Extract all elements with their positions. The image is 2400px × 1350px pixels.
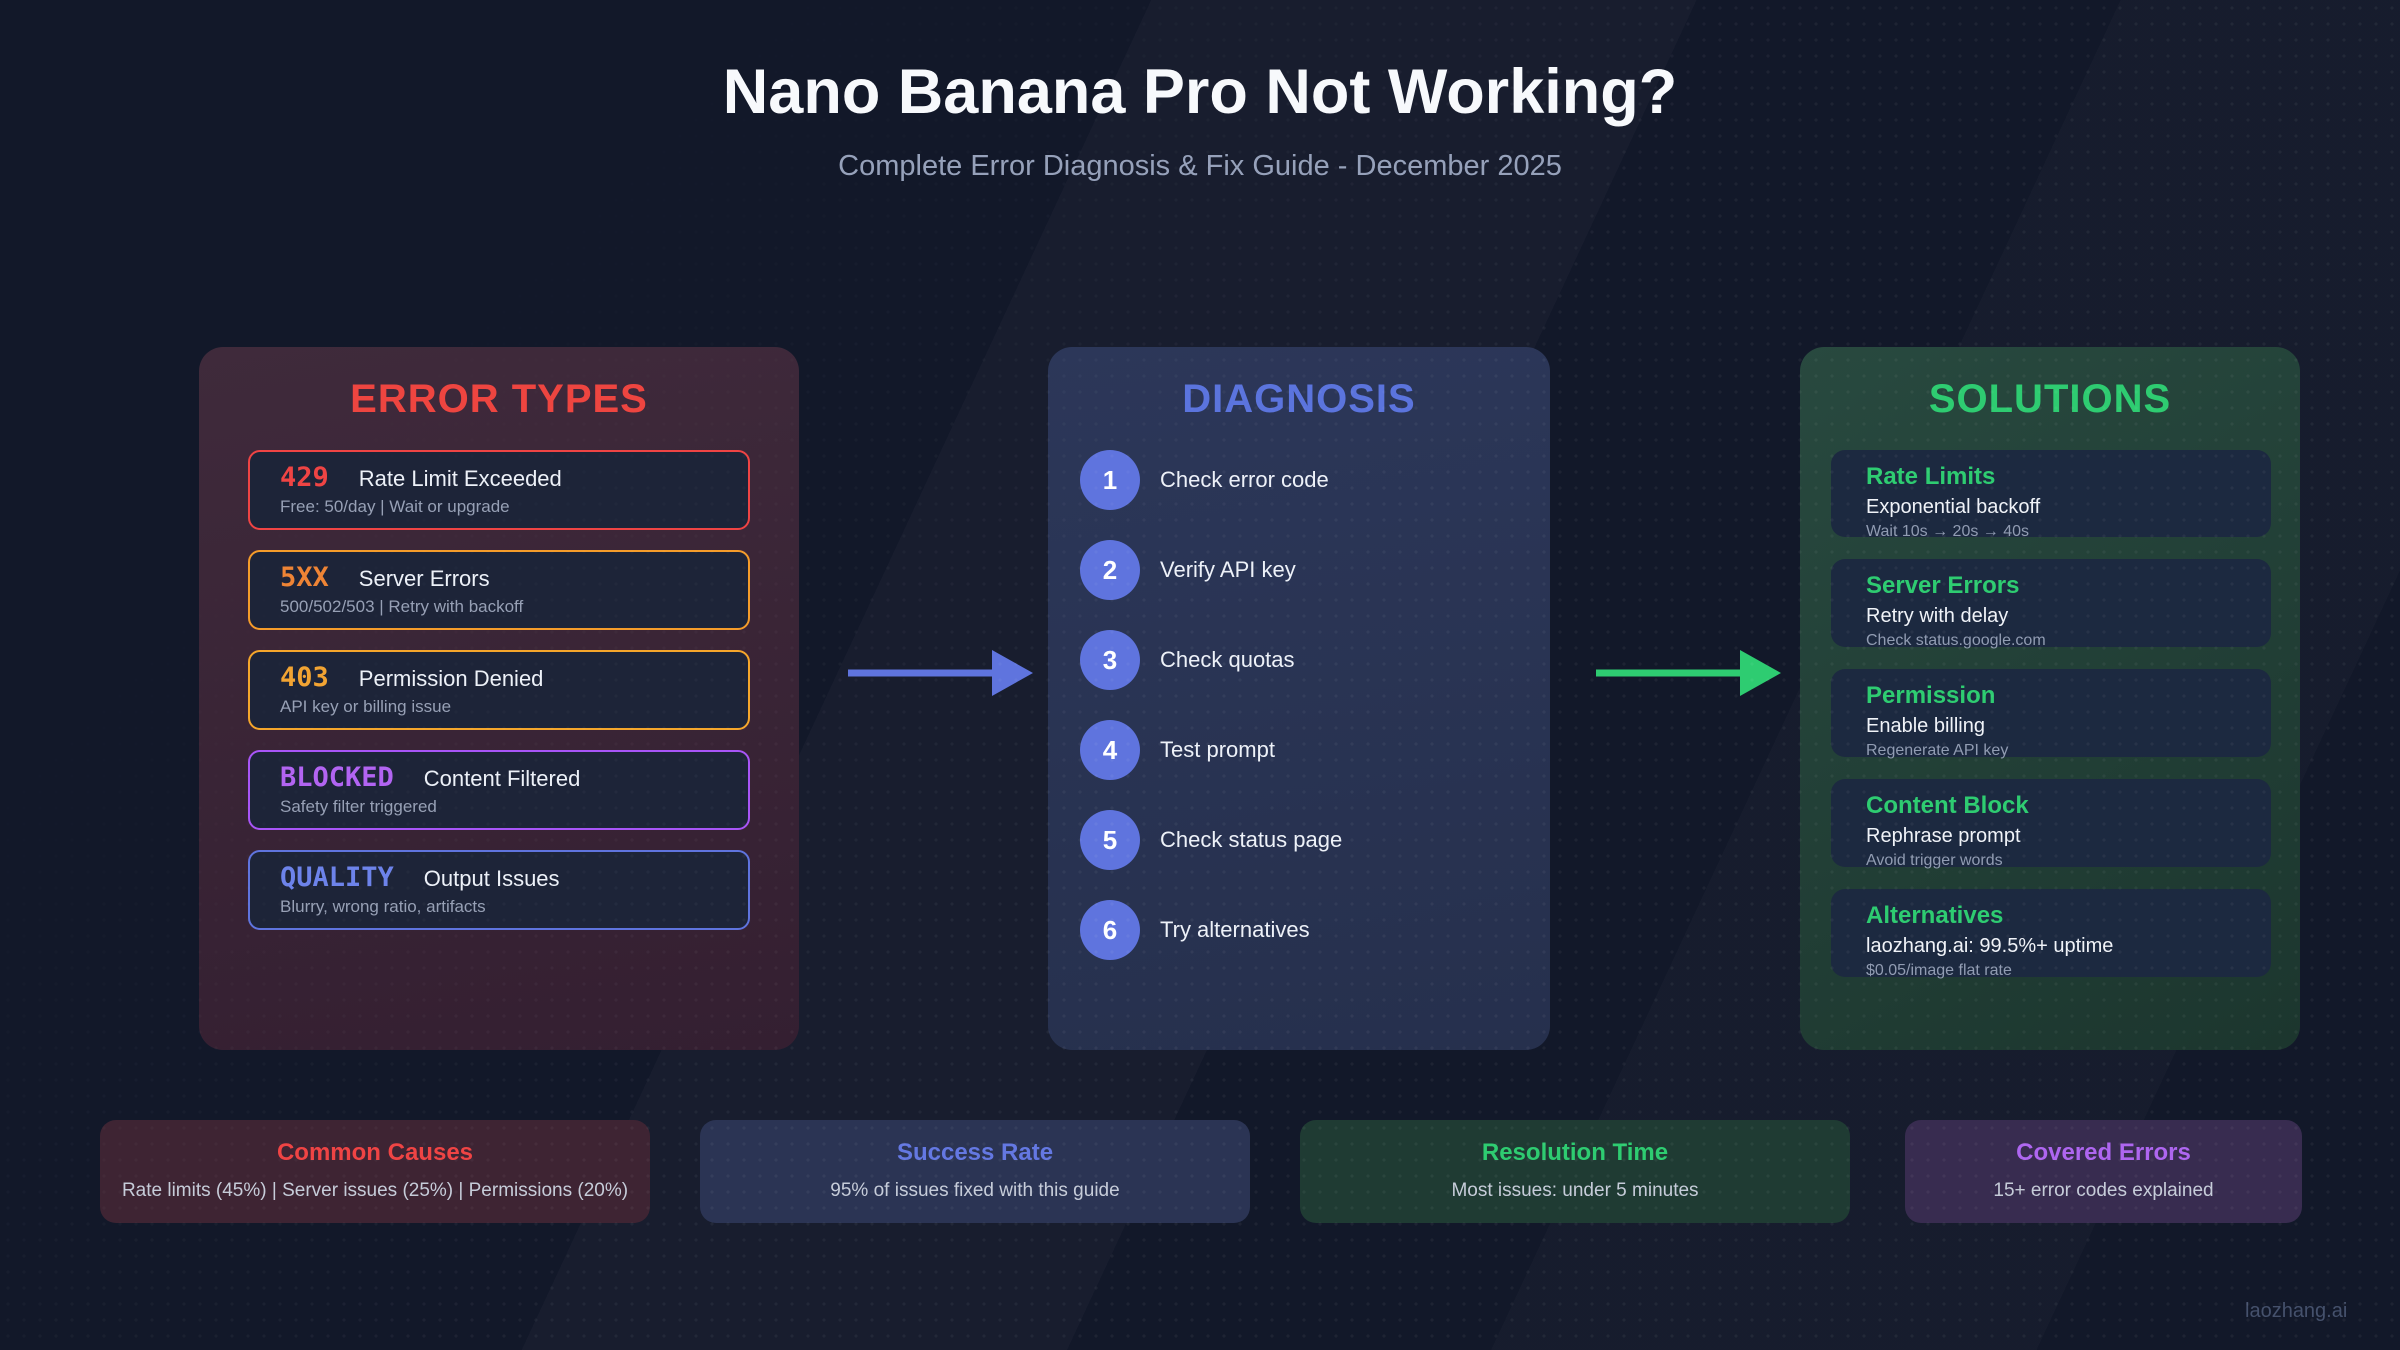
step-label: Check status page (1160, 827, 1343, 852)
solution-title: Content Block (1866, 792, 2029, 819)
step-number-badge: 4 (1080, 720, 1140, 780)
solution-detail: Check status.google.com (1866, 632, 2046, 649)
step-label: Test prompt (1160, 737, 1275, 762)
error-label: Permission Denied (358, 666, 544, 691)
solution-title: Server Errors (1866, 572, 2020, 599)
error-description: 500/502/503 | Retry with backoff (280, 597, 524, 616)
error-card-row: 403 Permission Denied (280, 662, 718, 694)
error-label: Rate Limit Exceeded (358, 466, 562, 491)
error-description: Blurry, wrong ratio, artifacts (280, 897, 486, 916)
solution-action: Retry with delay (1866, 605, 2009, 627)
error-description: API key or billing issue (280, 697, 452, 716)
arrow-errors-to-diagnosis-icon (848, 650, 1033, 696)
step-number-badge: 2 (1080, 540, 1140, 600)
error-description: Free: 50/day | Wait or upgrade (280, 497, 510, 516)
error-label: Server Errors (358, 566, 490, 591)
diagnosis-step-3: 3 Check quotas (1080, 630, 1295, 690)
error-card-row: 5XX Server Errors (280, 562, 718, 594)
stat-text: Rate limits (45%) | Server issues (25%) … (121, 1180, 629, 1201)
step-label: Check quotas (1160, 647, 1295, 672)
error-card-403: 403 Permission Denied API key or billing… (248, 650, 750, 730)
solution-action: Exponential backoff (1866, 496, 2041, 518)
step-number-badge: 6 (1080, 900, 1140, 960)
page-title: Nano Banana Pro Not Working? (722, 57, 1678, 127)
error-description: Safety filter triggered (280, 797, 437, 816)
error-code: 429 (280, 462, 329, 493)
solution-card-permission: Permission Enable billing Regenerate API… (1831, 669, 2271, 759)
stat-title: Success Rate (896, 1139, 1054, 1166)
solution-action: Enable billing (1866, 715, 1985, 737)
page-subtitle: Complete Error Diagnosis & Fix Guide - D… (838, 150, 1562, 182)
page-header: Nano Banana Pro Not Working? Complete Er… (0, 55, 2400, 183)
error-card-5xx: 5XX Server Errors 500/502/503 | Retry wi… (248, 550, 750, 630)
stat-covered-errors: Covered Errors 15+ error codes explained (1905, 1120, 2302, 1223)
error-code: QUALITY (280, 862, 394, 893)
error-code: BLOCKED (280, 762, 394, 793)
error-code: 403 (280, 662, 329, 693)
error-code: 5XX (280, 562, 329, 593)
solution-detail: Avoid trigger words (1866, 852, 2003, 869)
diagnosis-step-6: 6 Try alternatives (1080, 900, 1310, 960)
solution-title: Rate Limits (1866, 463, 1996, 490)
error-types-panel: ERROR TYPES 429 Rate Limit Exceeded Free… (199, 347, 799, 1050)
error-card-429: 429 Rate Limit Exceeded Free: 50/day | W… (248, 450, 750, 530)
stat-title: Common Causes (276, 1139, 474, 1166)
step-label: Try alternatives (1160, 917, 1310, 942)
stat-resolution-time: Resolution Time Most issues: under 5 min… (1300, 1120, 1850, 1223)
error-label: Content Filtered (423, 766, 581, 791)
stat-title: Covered Errors (2016, 1139, 2191, 1166)
stat-text: 15+ error codes explained (1993, 1180, 2214, 1201)
stat-success-rate: Success Rate 95% of issues fixed with th… (700, 1120, 1250, 1223)
diagnosis-step-1: 1 Check error code (1080, 450, 1329, 510)
stat-common-causes: Common Causes Rate limits (45%) | Server… (100, 1120, 650, 1223)
solution-action: laozhang.ai: 99.5%+ uptime (1866, 935, 2114, 957)
watermark: laozhang.ai (2245, 1300, 2348, 1322)
solution-detail: Wait 10s → 20s → 40s (1866, 523, 2030, 540)
step-label: Verify API key (1160, 557, 1296, 582)
error-types-title: ERROR TYPES (350, 377, 648, 421)
solution-card-rate-limits: Rate Limits Exponential backoff Wait 10s… (1831, 450, 2271, 540)
solution-card-server-errors: Server Errors Retry with delay Check sta… (1831, 559, 2271, 649)
error-card-row: BLOCKED Content Filtered (280, 762, 718, 794)
error-label: Output Issues (423, 866, 560, 891)
error-card-blocked: BLOCKED Content Filtered Safety filter t… (248, 750, 750, 830)
stat-text: Most issues: under 5 minutes (1451, 1180, 1699, 1201)
error-card-row: QUALITY Output Issues (280, 862, 718, 894)
solution-card-alternatives: Alternatives laozhang.ai: 99.5%+ uptime … (1831, 889, 2271, 979)
arrow-diagnosis-to-solutions-icon (1596, 650, 1781, 696)
solution-title: Permission (1866, 682, 1996, 709)
diagnosis-panel: DIAGNOSIS 1 Check error code 2 Verify AP… (1048, 347, 1550, 1050)
solution-title: Alternatives (1866, 902, 2004, 929)
step-number-badge: 5 (1080, 810, 1140, 870)
step-label: Check error code (1160, 467, 1329, 492)
diagnosis-step-4: 4 Test prompt (1080, 720, 1275, 780)
solutions-panel: SOLUTIONS Rate Limits Exponential backof… (1800, 347, 2300, 1050)
diagnosis-step-5: 5 Check status page (1080, 810, 1342, 870)
solutions-title: SOLUTIONS (1928, 377, 2172, 421)
solution-detail: Regenerate API key (1866, 742, 2009, 759)
step-number-badge: 1 (1080, 450, 1140, 510)
solution-card-content-block: Content Block Rephrase prompt Avoid trig… (1831, 779, 2271, 869)
diagnosis-step-2: 2 Verify API key (1080, 540, 1296, 600)
step-number-badge: 3 (1080, 630, 1140, 690)
stat-text: 95% of issues fixed with this guide (830, 1180, 1120, 1201)
error-card-quality: QUALITY Output Issues Blurry, wrong rati… (248, 850, 750, 930)
error-card-row: 429 Rate Limit Exceeded (280, 462, 718, 494)
solution-action: Rephrase prompt (1866, 825, 2021, 847)
solution-detail: $0.05/image flat rate (1866, 962, 2012, 979)
diagnosis-title: DIAGNOSIS (1182, 377, 1416, 421)
stat-title: Resolution Time (1481, 1139, 1669, 1166)
